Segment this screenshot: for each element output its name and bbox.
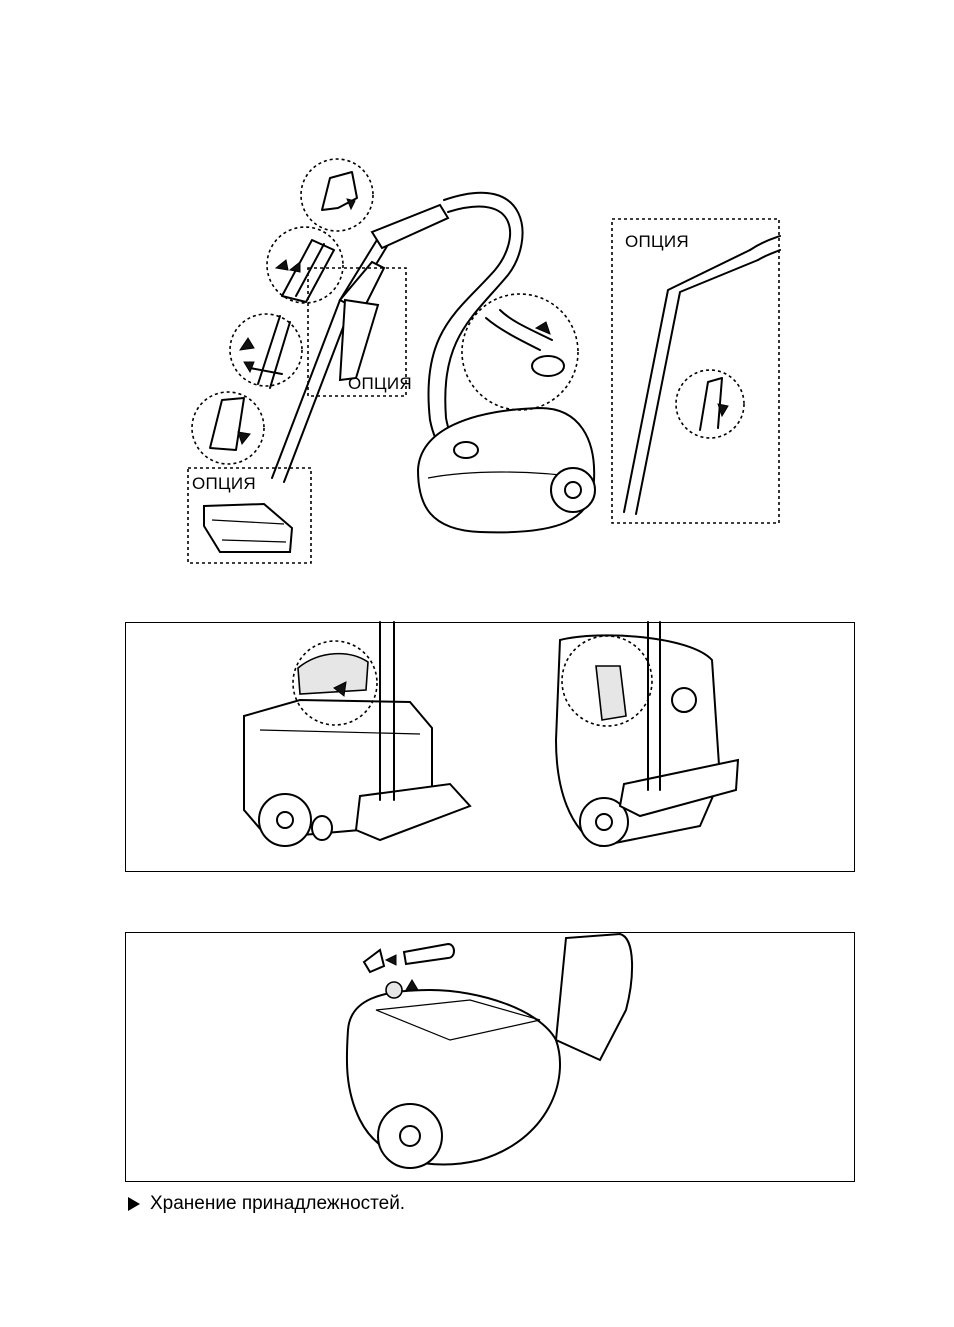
caption-bullet-icon <box>128 1197 140 1211</box>
crevice-tool-icon <box>404 944 454 964</box>
figure-caption: Хранение принадлежностей. <box>128 1193 405 1215</box>
brush-tool-icon <box>364 950 384 972</box>
caption-text: Хранение принадлежностей. <box>150 1193 405 1215</box>
arrow-up-icon <box>406 980 418 990</box>
arrow-left-icon <box>386 955 396 965</box>
